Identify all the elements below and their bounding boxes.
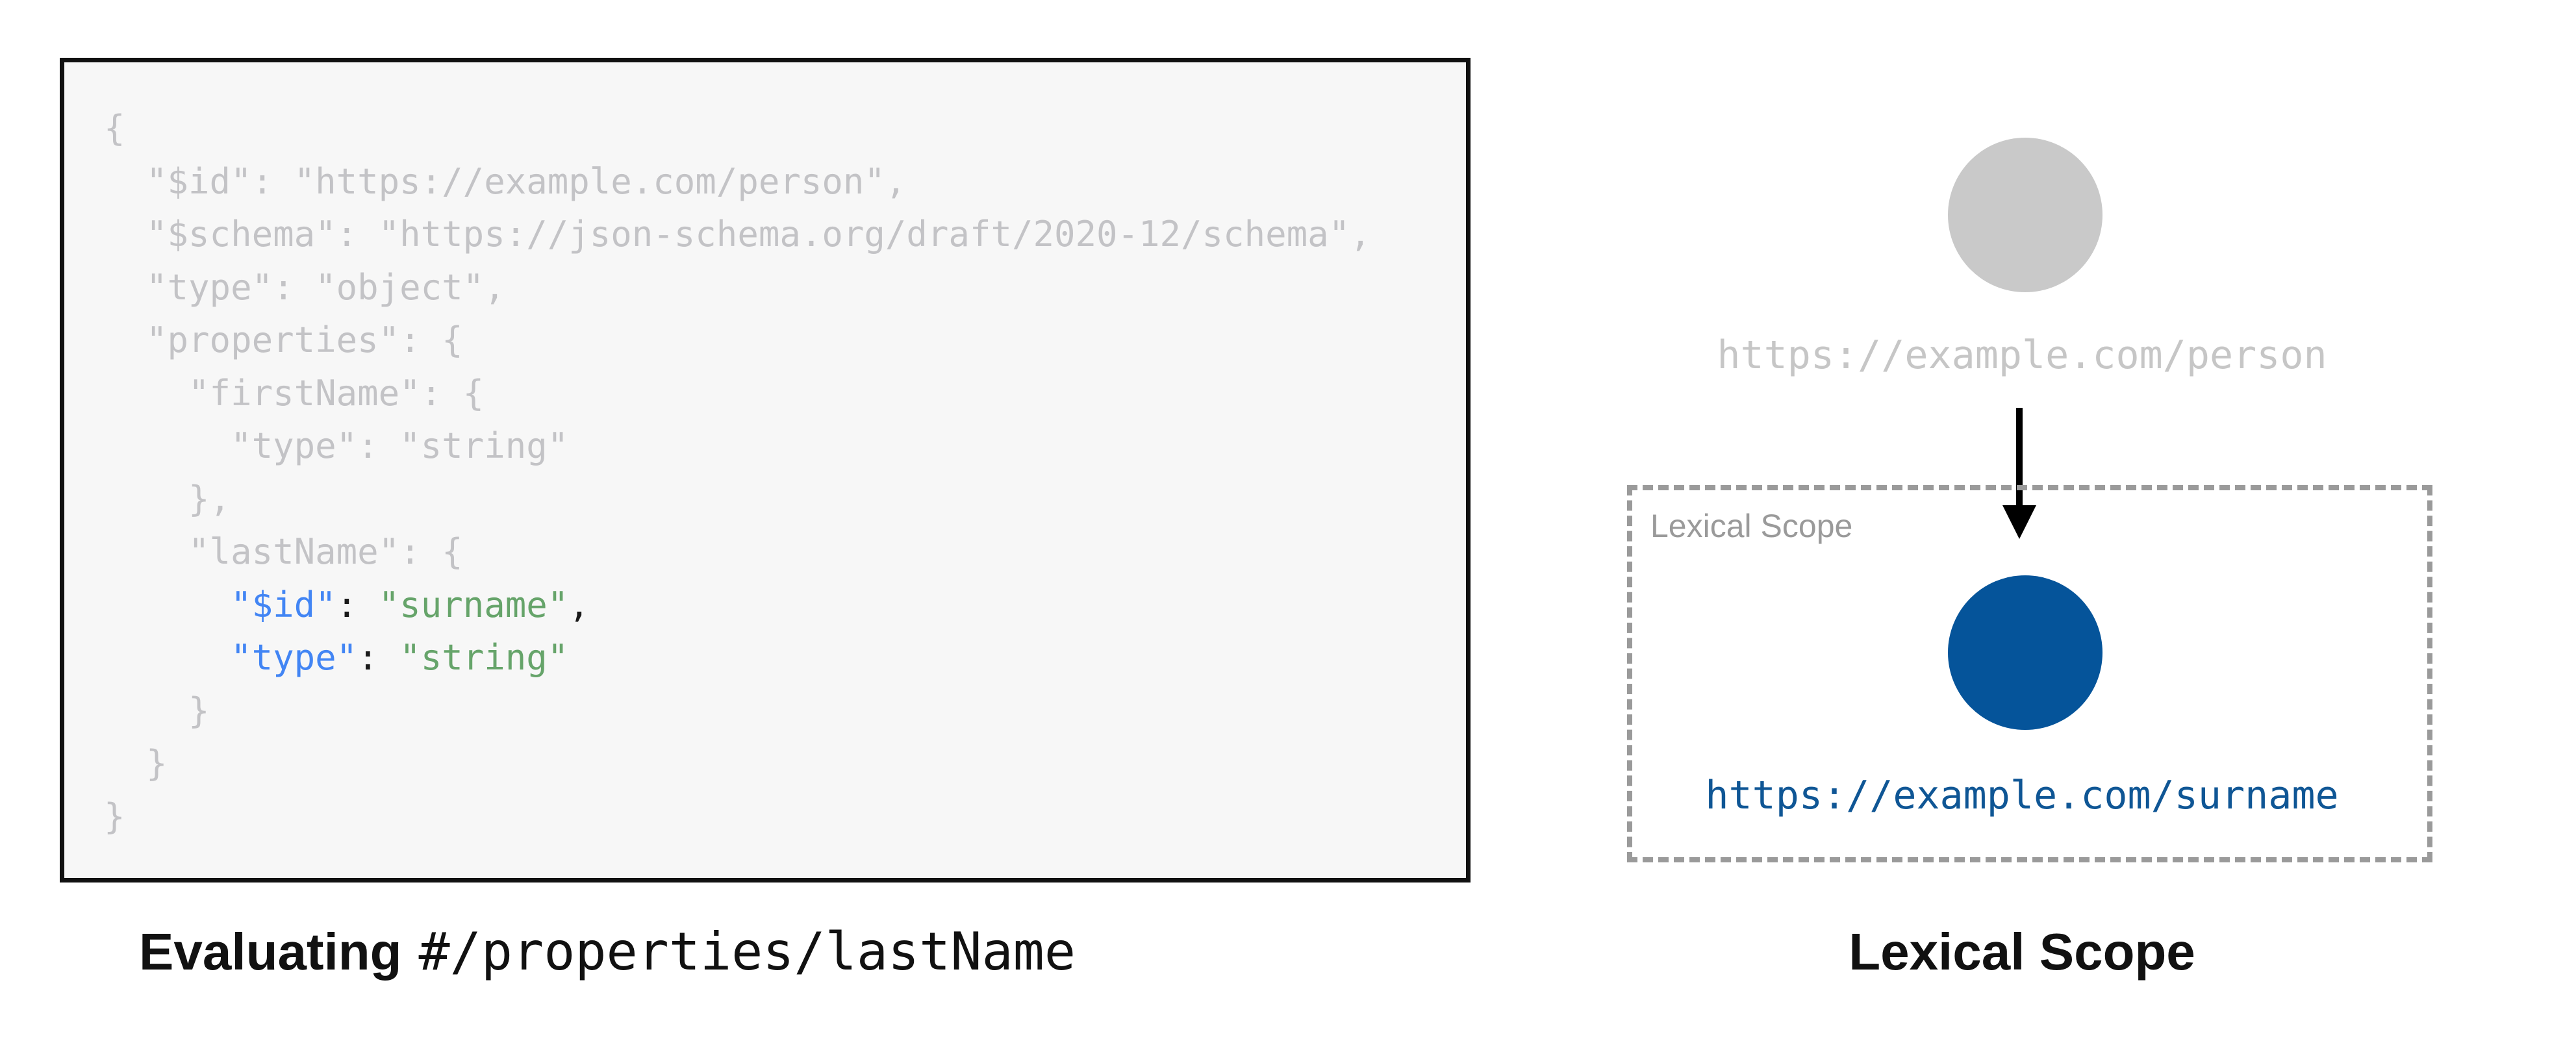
code-token: } [104,795,125,837]
left-caption-prefix: Evaluating [139,923,402,981]
code-line: "$schema": "https://json-schema.org/draf… [104,208,1371,261]
code-token: "$schema": "https://json-schema.org/draf… [104,214,1371,255]
code-token: "string" [399,637,569,678]
code-token [104,637,231,678]
code-line: }, [104,473,1371,526]
code-token: "type" [231,637,358,678]
code-line: "lastName": { [104,525,1371,579]
left-caption-pointer: #/properties/lastName [418,921,1076,982]
code-line: } [104,684,1371,738]
code-token: "type": "string" [104,425,569,466]
schema-code-panel: { "$id": "https://example.com/person", "… [60,58,1471,883]
code-line: "firstName": { [104,367,1371,420]
code-token: "surname" [378,584,569,625]
code-token: : [357,637,400,678]
schema-code: { "$id": "https://example.com/person", "… [104,102,1371,843]
code-line: "$id": "https://example.com/person", [104,155,1371,208]
code-token: "properties": { [104,319,463,360]
parent-uri-label: https://example.com/person [1717,332,2327,378]
code-token: "$id" [231,584,336,625]
code-line: } [104,790,1371,844]
right-caption: Lexical Scope [1849,923,2195,981]
code-token: "firstName": { [104,372,485,414]
parent-schema-node [1948,138,2102,292]
code-line: "$id": "surname", [104,579,1371,632]
child-uri-label: https://example.com/surname [1705,773,2339,818]
code-token [104,584,231,625]
code-token: "$id": "https://example.com/person", [104,160,907,202]
arrowhead-icon [2002,505,2036,539]
child-schema-node [1948,575,2102,730]
code-line: { [104,102,1371,155]
code-line: "type": "object", [104,261,1371,314]
code-token: , [568,584,590,625]
code-token: : [336,584,379,625]
lexical-scope-box-label: Lexical Scope [1650,508,1853,544]
code-token: "type": "object", [104,266,505,308]
code-token: } [104,690,210,731]
code-line: "properties": { [104,314,1371,367]
code-token: } [104,743,168,784]
code-token: "lastName": { [104,531,463,572]
lexical-scope-box [1627,485,2432,862]
code-line: "type": "string" [104,419,1371,473]
reference-arrow [2002,408,2036,539]
code-line: } [104,737,1371,790]
code-token: { [104,108,125,149]
code-token: }, [104,478,231,520]
code-line: "type": "string" [104,631,1371,684]
left-caption: Evaluating #/properties/lastName [139,920,1076,984]
